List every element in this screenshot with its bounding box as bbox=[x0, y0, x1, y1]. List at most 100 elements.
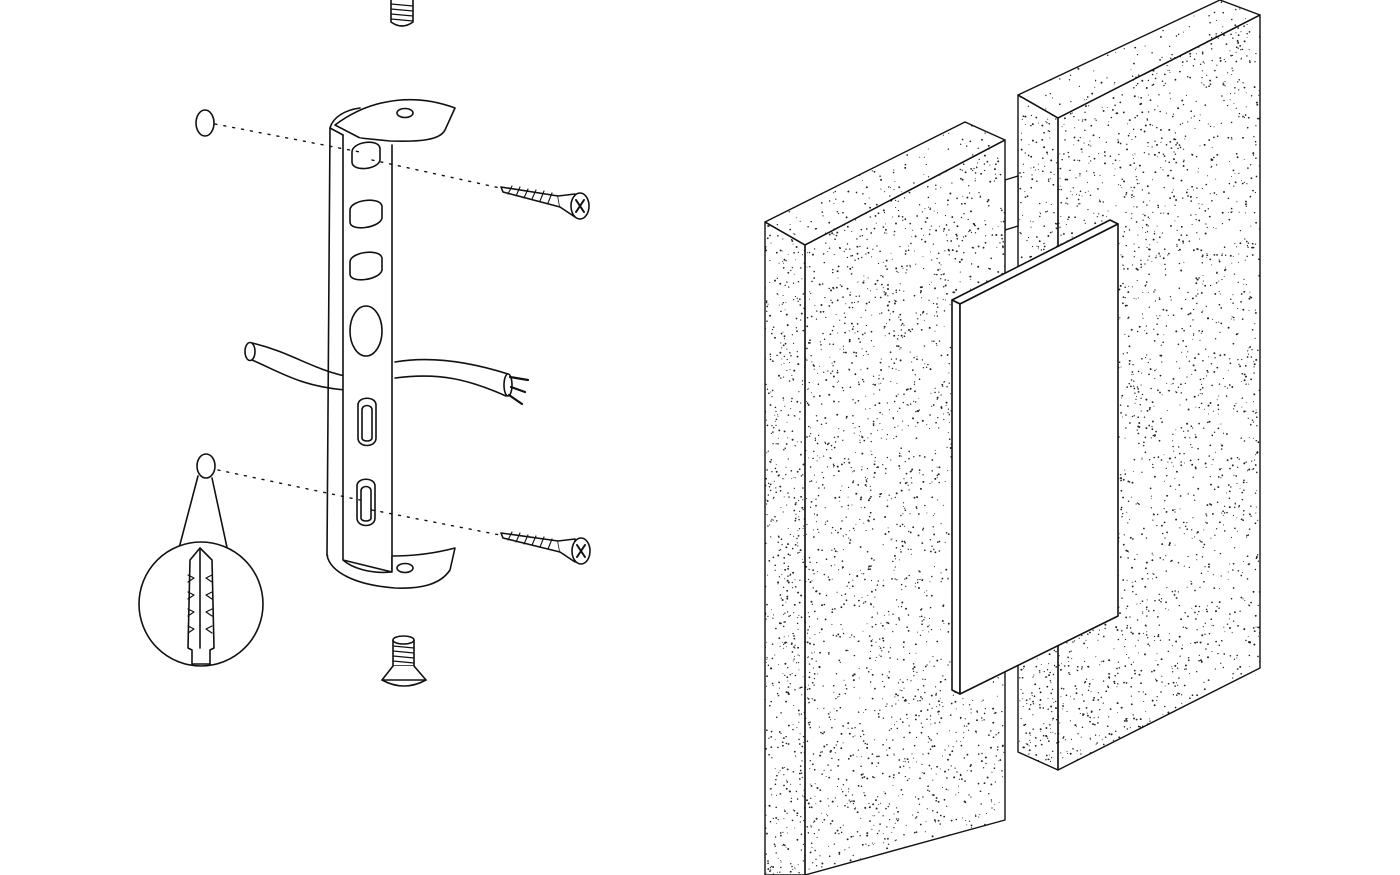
concrete-speckle bbox=[1211, 601, 1213, 604]
concrete-speckle bbox=[1223, 626, 1225, 628]
concrete-speckle bbox=[1191, 757, 1193, 760]
concrete-speckle bbox=[1206, 254, 1209, 257]
concrete-speckle bbox=[1031, 694, 1033, 697]
concrete-speckle bbox=[1101, 220, 1103, 222]
concrete-speckle bbox=[788, 635, 790, 637]
concrete-speckle bbox=[1134, 135, 1137, 138]
concrete-speckle bbox=[1150, 437, 1152, 439]
concrete-speckle bbox=[1255, 175, 1258, 178]
concrete-speckle bbox=[1123, 231, 1126, 233]
concrete-speckle bbox=[802, 741, 804, 743]
concrete-speckle bbox=[1216, 605, 1218, 608]
concrete-speckle bbox=[1122, 543, 1125, 546]
concrete-speckle bbox=[1047, 737, 1049, 739]
concrete-speckle bbox=[1075, 688, 1078, 690]
concrete-speckle bbox=[1247, 534, 1250, 536]
concrete-speckle bbox=[777, 541, 779, 544]
concrete-speckle bbox=[1169, 92, 1171, 94]
concrete-speckle bbox=[1045, 201, 1047, 203]
concrete-speckle bbox=[779, 832, 782, 834]
concrete-speckle bbox=[970, 168, 972, 170]
concrete-speckle bbox=[930, 594, 933, 597]
concrete-speckle bbox=[1249, 291, 1251, 293]
concrete-speckle bbox=[1242, 82, 1244, 84]
concrete-speckle bbox=[854, 735, 856, 737]
concrete-speckle bbox=[1115, 205, 1117, 207]
concrete-speckle bbox=[1177, 684, 1179, 686]
concrete-speckle bbox=[1087, 105, 1090, 107]
concrete-speckle bbox=[1230, 207, 1233, 210]
concrete-speckle bbox=[797, 864, 799, 866]
concrete-speckle bbox=[1179, 508, 1181, 510]
concrete-speckle bbox=[1221, 254, 1223, 256]
concrete-speckle bbox=[1120, 19, 1122, 22]
concrete-speckle bbox=[1104, 154, 1106, 157]
concrete-speckle bbox=[1137, 370, 1140, 373]
concrete-speckle bbox=[1092, 134, 1095, 137]
concrete-speckle bbox=[1157, 663, 1159, 666]
concrete-speckle bbox=[1223, 744, 1225, 746]
concrete-speckle bbox=[881, 637, 884, 640]
concrete-speckle bbox=[770, 432, 773, 434]
concrete-speckle bbox=[787, 565, 790, 568]
concrete-speckle bbox=[778, 437, 780, 439]
concrete-speckle bbox=[1180, 269, 1183, 272]
concrete-speckle bbox=[1128, 316, 1130, 319]
concrete-speckle bbox=[1062, 66, 1065, 69]
concrete-speckle bbox=[1142, 291, 1144, 294]
concrete-speckle bbox=[1076, 750, 1078, 752]
concrete-speckle bbox=[1256, 103, 1259, 106]
concrete-speckle bbox=[808, 568, 810, 571]
concrete-speckle bbox=[1231, 54, 1234, 57]
concrete-speckle bbox=[808, 149, 811, 152]
concrete-speckle bbox=[1220, 575, 1222, 577]
concrete-speckle bbox=[1030, 2, 1033, 5]
concrete-speckle bbox=[1157, 204, 1159, 207]
concrete-speckle bbox=[1020, 148, 1023, 151]
concrete-speckle bbox=[1152, 124, 1154, 126]
concrete-speckle bbox=[887, 805, 889, 808]
concrete-speckle bbox=[1032, 676, 1034, 678]
concrete-speckle bbox=[1133, 387, 1136, 390]
concrete-speckle bbox=[1133, 186, 1136, 189]
concrete-speckle bbox=[1079, 48, 1081, 50]
concrete-speckle bbox=[933, 210, 935, 212]
concrete-speckle bbox=[902, 145, 904, 147]
concrete-speckle bbox=[1208, 85, 1210, 88]
concrete-speckle bbox=[858, 605, 860, 607]
concrete-speckle bbox=[1201, 634, 1204, 637]
concrete-speckle bbox=[1242, 514, 1245, 516]
concrete-speckle bbox=[1105, 16, 1107, 19]
concrete-speckle bbox=[1213, 587, 1216, 589]
concrete-speckle bbox=[968, 229, 971, 232]
concrete-speckle bbox=[1126, 511, 1128, 513]
concrete-speckle bbox=[794, 868, 796, 870]
concrete-speckle bbox=[1192, 338, 1194, 340]
concrete-speckle bbox=[766, 320, 768, 322]
concrete-speckle bbox=[1129, 164, 1132, 167]
concrete-speckle bbox=[771, 389, 774, 392]
concrete-speckle bbox=[850, 322, 853, 325]
concrete-speckle bbox=[1158, 298, 1161, 301]
concrete-speckle bbox=[1215, 640, 1217, 643]
concrete-speckle bbox=[774, 845, 776, 848]
concrete-speckle bbox=[1220, 322, 1223, 325]
concrete-speckle bbox=[1093, 696, 1096, 699]
concrete-speckle bbox=[1227, 369, 1229, 371]
concrete-speckle bbox=[1256, 451, 1259, 454]
concrete-speckle bbox=[1140, 669, 1143, 672]
concrete-speckle bbox=[800, 751, 803, 754]
concrete-speckle bbox=[1142, 201, 1145, 203]
concrete-speckle bbox=[1174, 590, 1176, 592]
concrete-speckle bbox=[1231, 632, 1233, 634]
concrete-speckle bbox=[901, 191, 903, 193]
concrete-speckle bbox=[1116, 629, 1119, 631]
concrete-speckle bbox=[896, 151, 899, 153]
concrete-speckle bbox=[1158, 236, 1161, 239]
concrete-speckle bbox=[780, 190, 782, 192]
concrete-speckle bbox=[769, 353, 772, 356]
concrete-speckle bbox=[1197, 447, 1199, 450]
concrete-speckle bbox=[767, 494, 770, 496]
concrete-speckle bbox=[1089, 160, 1092, 162]
concrete-speckle bbox=[1191, 537, 1193, 539]
